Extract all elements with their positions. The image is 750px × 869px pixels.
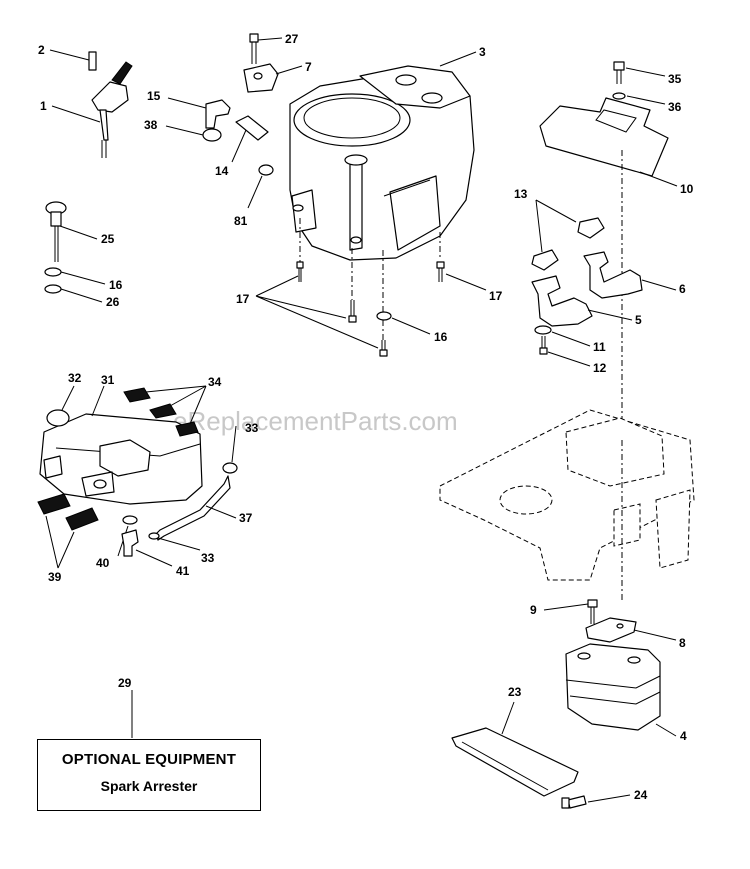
exhaust-pipe-5-part [531,275,593,327]
callout-39: 39 [48,570,62,584]
washer-11-part [534,325,552,335]
callout-41: 41 [176,564,190,578]
callout-81: 81 [234,214,248,228]
exhaust-gaskets-part [531,217,605,271]
callout-25: 25 [101,232,115,246]
callout-14: 14 [215,164,229,178]
clamp-part [243,63,279,93]
callout-17a: 17 [236,292,250,306]
optional-equipment-title: OPTIONAL EQUIPMENT [61,751,237,768]
callout-1: 1 [40,99,47,113]
fitting-41-part [121,529,139,557]
callout-37: 37 [239,511,253,525]
washer-40-part [122,515,138,525]
callout-24: 24 [634,788,648,802]
callout-12: 12 [593,361,607,375]
optional-equipment-box: OPTIONAL EQUIPMENT Spark Arrester [37,739,261,811]
callout-9: 9 [530,603,537,617]
callout-16b: 16 [434,330,448,344]
fuel-hose-part [235,115,269,141]
callout-10: 10 [680,182,694,196]
callout-2: 2 [38,43,45,57]
callout-35: 35 [668,72,682,86]
muffler-bracket-part [585,617,637,643]
callout-6: 6 [679,282,686,296]
callout-5: 5 [635,313,642,327]
callout-15: 15 [147,89,161,103]
callout-3: 3 [479,45,486,59]
callout-17b: 17 [489,289,503,303]
callout-34: 34 [208,375,222,389]
callout-26: 26 [106,295,120,309]
callout-29: 29 [118,676,132,690]
tractor-frame-part [439,409,695,600]
engine-bolts-part [296,218,445,357]
fitting-81-part [258,164,274,176]
plug-32-part [46,409,70,427]
callout-38: 38 [144,118,158,132]
callout-16a: 16 [109,278,123,292]
bolt-27-part [249,33,259,64]
callout-23: 23 [508,685,522,699]
callout-33a: 33 [245,421,259,435]
engine-part [289,65,475,261]
spark-arrester-screen-part [451,727,579,797]
watermark: eReplacementParts.com [173,406,458,436]
callout-31: 31 [101,373,115,387]
optional-equipment-item: Spark Arrester [100,778,198,794]
callout-13: 13 [514,187,528,201]
callout-33b: 33 [201,551,215,565]
bolt-9-part [587,599,598,624]
callout-27: 27 [285,32,299,46]
screw-24-part [561,795,587,809]
foam-pads-34-part [123,387,199,437]
callout-4: 4 [680,729,687,743]
foam-pads-39-part [37,493,99,531]
bolt-12-part [539,336,548,355]
air-filter-base-part [39,413,203,505]
muffler-part [565,643,661,731]
callout-8: 8 [679,636,686,650]
elbow-fitting-part [202,99,231,142]
breather-hose-part [148,462,238,541]
exhaust-pipe-6-part [583,251,643,299]
dipstick-part [44,201,67,294]
callout-11: 11 [593,340,606,354]
callout-40: 40 [96,556,110,570]
callout-36: 36 [668,100,682,114]
throttle-control-part [88,51,133,158]
callout-32: 32 [68,371,82,385]
callout-7: 7 [305,60,312,74]
heat-shield-part [539,61,669,177]
